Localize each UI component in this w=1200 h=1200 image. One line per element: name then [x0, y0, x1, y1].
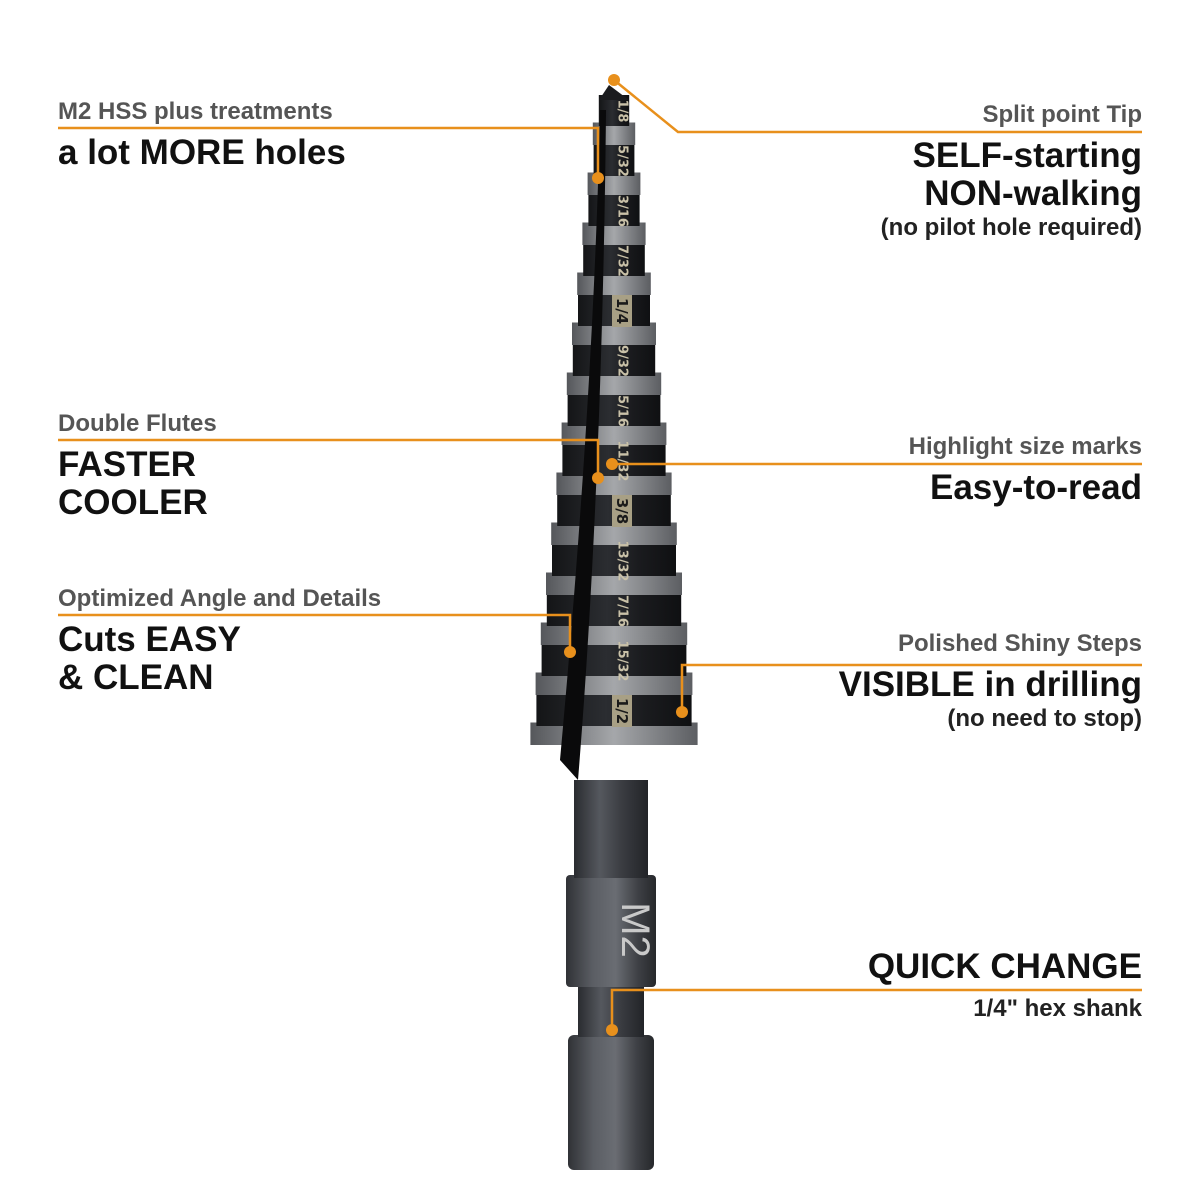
callout-dots: [564, 74, 688, 1036]
cutting-step-6: [572, 345, 656, 376]
callout-tip-line-1: SELF-starting: [912, 136, 1142, 175]
callout-material: M2 HSS plus treatments a lot MORE holes: [58, 98, 346, 172]
callout-shank-line-1: QUICK CHANGE: [867, 947, 1142, 986]
leader-flutes: [58, 438, 600, 478]
cutting-step-3: [588, 195, 640, 226]
callout-steps-title: Polished Shiny Steps: [897, 630, 1142, 657]
callout-steps-note: (no need to stop): [947, 705, 1142, 732]
size-mark: 5/16: [615, 395, 630, 427]
dot-flutes: [592, 472, 604, 484]
callout-angle: Optimized Angle and Details Cuts EASY & …: [58, 585, 381, 697]
size-marks: 1/8 5/32 3/16 7/32 1/4 9/32 5/16 11/32 3/8 13/32 7…: [612, 100, 632, 727]
callout-angle-title: Optimized Angle and Details: [58, 585, 382, 612]
size-mark: 7/16: [615, 595, 630, 627]
shank-neck: [574, 780, 648, 878]
cutting-step-4: [583, 245, 645, 276]
callout-tip-title: Split point Tip: [982, 101, 1142, 128]
hex-shank-body: [566, 875, 656, 987]
callout-leaders: [58, 79, 1142, 1030]
leader-tip: [613, 79, 1142, 134]
hex-shank-end: [568, 1035, 654, 1170]
callout-marks-line-1: Easy-to-read: [929, 468, 1142, 507]
callout-flutes-title: Double Flutes: [58, 410, 217, 437]
size-mark: 15/32: [615, 641, 630, 682]
size-mark-highlight: [612, 295, 632, 327]
callout-material-line-1: a lot MORE holes: [58, 133, 346, 172]
callout-angle-line-1: Cuts EASY: [58, 620, 241, 659]
leader-material: [58, 126, 600, 178]
cutting-step-12: [541, 645, 687, 676]
cutting-step-10: [552, 545, 676, 576]
size-mark: 9/32: [615, 345, 630, 377]
dot-angle: [564, 646, 576, 658]
size-mark: 3/8: [613, 498, 631, 524]
dot-steps: [676, 706, 688, 718]
callout-tip-line-2: NON-walking: [924, 174, 1142, 213]
dot-tip: [608, 74, 620, 86]
callout-marks-title: Highlight size marks: [908, 433, 1142, 460]
callout-flutes-line-1: FASTER: [58, 445, 197, 484]
size-mark: 1/8: [615, 100, 630, 123]
shank-marking: M2: [613, 902, 657, 958]
dot-shank: [606, 1024, 618, 1036]
flute-groove: [560, 110, 606, 780]
leader-steps: [680, 663, 1142, 712]
size-mark-highlight: [612, 695, 632, 727]
step-ladder: [530, 85, 698, 780]
size-mark: 13/32: [615, 541, 630, 582]
callout-shank-note: 1/4" hex shank: [973, 995, 1142, 1022]
leader-angle: [58, 613, 572, 652]
callout-material-title: M2 HSS plus treatments: [58, 98, 333, 125]
callout-marks: Highlight size marks Easy-to-read: [909, 433, 1142, 507]
callout-tip-note: (no pilot hole required): [880, 214, 1142, 241]
callout-steps-line-1: VISIBLE in drilling: [838, 665, 1142, 704]
callout-angle-line-2: & CLEAN: [58, 658, 214, 697]
leader-shank: [610, 988, 1142, 1030]
size-mark-highlight: [612, 495, 632, 527]
cutting-step-11: [546, 595, 682, 626]
callout-flutes: Double Flutes FASTER COOLER: [58, 410, 217, 522]
size-mark: 5/32: [615, 145, 630, 177]
callout-steps: Polished Shiny Steps VISIBLE in drilling…: [839, 630, 1142, 734]
size-mark: 3/16: [615, 195, 630, 227]
cutting-step-7: [567, 395, 661, 426]
dot-material: [592, 172, 604, 184]
size-mark: 11/32: [615, 441, 630, 482]
size-mark: 1/2: [613, 698, 631, 724]
size-mark: 1/4: [613, 298, 631, 324]
dot-marks: [606, 458, 618, 470]
callout-flutes-line-2: COOLER: [58, 483, 208, 522]
size-mark: 7/32: [615, 245, 630, 277]
callout-shank: QUICK CHANGE 1/4" hex shank: [868, 948, 1142, 1024]
callout-tip: Split point Tip SELF-starting NON-walkin…: [881, 101, 1142, 243]
split-point-tip: [599, 85, 629, 100]
